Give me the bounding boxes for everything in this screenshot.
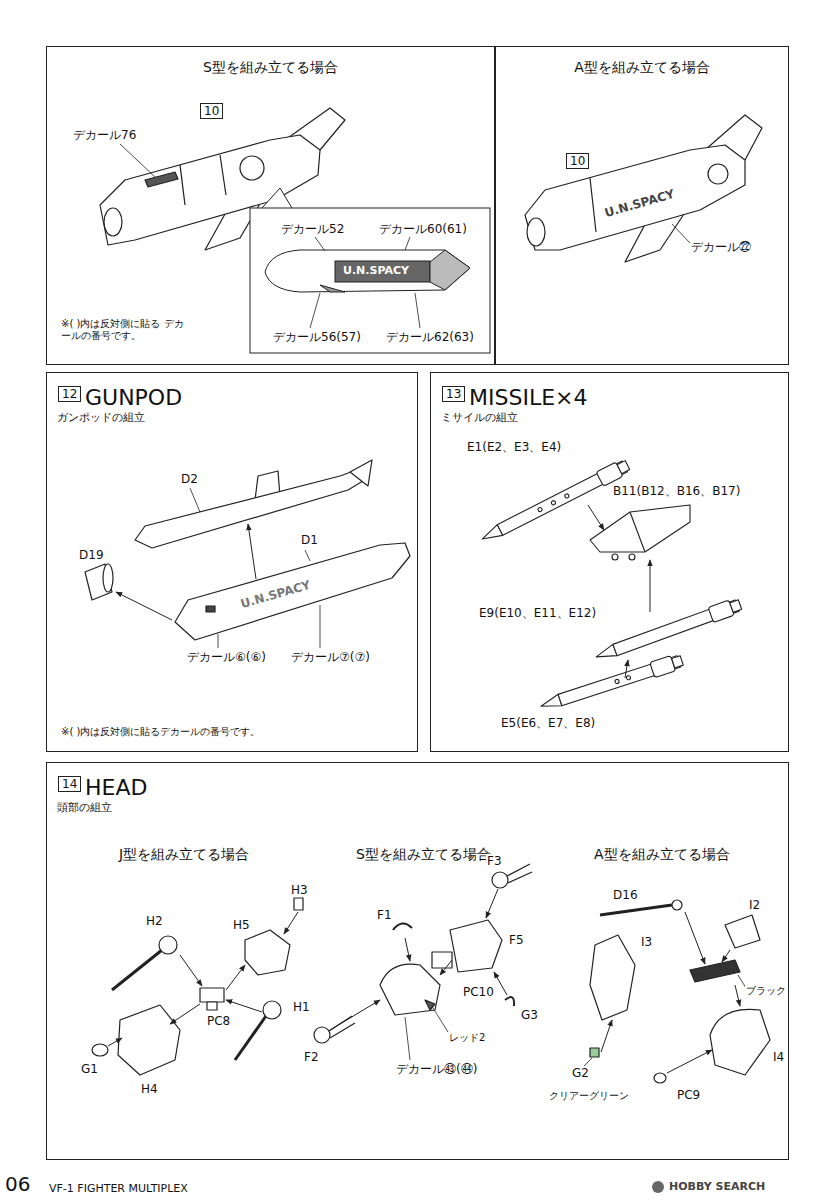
part-label: J型を組み立てる場合: [118, 846, 250, 863]
part-label: ※( )内は反対側に貼る デカールの番号です。: [60, 318, 190, 342]
part-label: H4: [140, 1082, 159, 1096]
part-label: D19: [78, 548, 105, 562]
part-label: ブラック: [745, 985, 787, 997]
part-label: PC9: [676, 1088, 701, 1102]
step-title: HEAD: [85, 775, 778, 801]
part-label: デカール60(61): [378, 222, 468, 236]
part-label: G3: [520, 1008, 539, 1022]
part-label: E9(E10、E11、E12): [478, 606, 597, 620]
step-title: GUNPOD: [85, 385, 407, 411]
part-label: D1: [300, 533, 319, 547]
part-label: H5: [232, 918, 251, 932]
part-label: デカール㊸(㊹): [395, 1062, 478, 1076]
part-label: D16: [612, 888, 639, 902]
step-title: MISSILE×4: [469, 385, 778, 411]
part-label: VF-1 FIGHTER MULTIPLEX: [48, 1182, 189, 1195]
step-subtitle: ガンポッドの組立: [57, 411, 407, 424]
step-subtitle: 頭部の組立: [57, 801, 778, 814]
part-label: U.N.SPACY: [342, 264, 410, 277]
part-label: S型を組み立てる場合: [355, 846, 492, 863]
part-label: I3: [640, 935, 653, 949]
part-label: I2: [748, 898, 761, 912]
step-number: 12: [58, 386, 81, 402]
part-label: レッド2: [448, 1032, 486, 1044]
assembly-step-panel: MISSILE×4ミサイルの組立: [430, 372, 789, 752]
part-label: デカール㉒: [690, 240, 752, 254]
part-label: H3: [290, 883, 309, 897]
part-label: HOBBY SEARCH: [668, 1180, 766, 1193]
part-label: F2: [303, 1050, 320, 1064]
part-label: H1: [292, 1000, 311, 1014]
part-label: クリアーグリーン: [548, 1090, 630, 1102]
part-label: 06: [4, 1172, 31, 1196]
part-label: デカール56(57): [272, 330, 362, 344]
part-label: E5(E6、E7、E8): [500, 716, 596, 730]
part-label: ※( )内は反対側に貼るデカールの番号です。: [60, 726, 261, 738]
step-number: 14: [58, 776, 81, 792]
part-label: PC8: [206, 1014, 231, 1028]
part-label: B11(B12、B16、B17): [612, 484, 741, 498]
step-subtitle: ミサイルの組立: [441, 411, 778, 424]
step-title: S型を組み立てる場合: [57, 59, 484, 76]
part-label: G1: [80, 1062, 99, 1076]
part-label: D2: [180, 472, 199, 486]
part-label: E1(E2、E3、E4): [466, 440, 562, 454]
step-number: 13: [442, 386, 465, 402]
part-label: A型を組み立てる場合: [593, 846, 731, 863]
part-label: F1: [376, 908, 393, 922]
part-label: デカール⑥(⑥): [186, 650, 267, 664]
step-number: 10: [566, 153, 589, 169]
part-label: デカール62(63): [385, 330, 475, 344]
part-label: デカール76: [72, 128, 137, 142]
step-number: 10: [200, 103, 223, 119]
watermark-icon: [652, 1181, 664, 1193]
part-label: F5: [508, 933, 525, 947]
part-label: F3: [486, 854, 503, 868]
part-label: デカール⑦(⑦): [290, 650, 371, 664]
step-title: A型を組み立てる場合: [506, 59, 778, 76]
part-label: I4: [772, 1050, 785, 1064]
part-label: H2: [145, 914, 164, 928]
part-label: G2: [571, 1066, 590, 1080]
part-label: デカール52: [280, 222, 345, 236]
part-label: PC10: [462, 985, 495, 999]
